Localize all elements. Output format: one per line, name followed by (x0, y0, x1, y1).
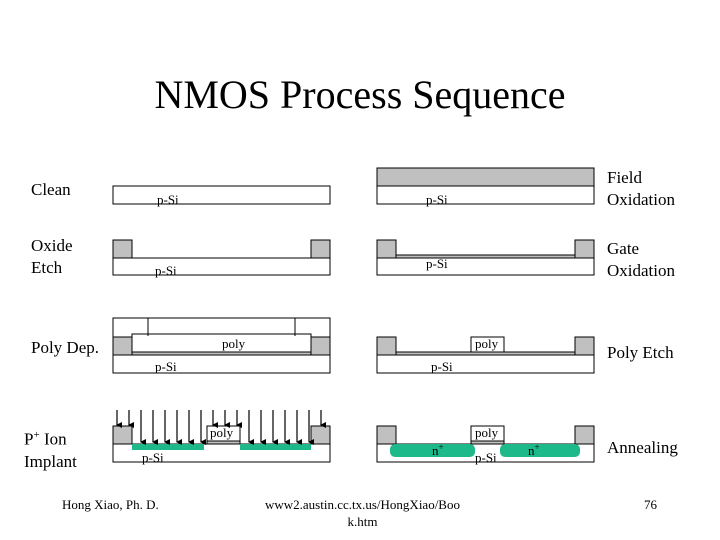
field-oxide-layer (376, 167, 595, 187)
field-oxide-left-etch (376, 336, 397, 356)
n-plus-region-right (500, 444, 580, 457)
gate-oxide-poly-dep (131, 351, 312, 356)
n-plus-label-left: n+ (432, 442, 444, 458)
psi-label-gate-ox: p-Si (426, 256, 448, 271)
step-label-gate-oxidation: Gate Oxidation (607, 238, 675, 282)
step-label-oxide-etch-line2: Etch (31, 258, 63, 277)
n-plus-label-left-sup: + (439, 442, 444, 452)
poly-gate-implant (206, 425, 241, 442)
n-plus-region-left (390, 444, 475, 457)
diagram-poly-etch: poly p-Si (376, 336, 595, 374)
psi-label-field-ox: p-Si (426, 192, 448, 207)
field-oxide-left-anneal (376, 425, 397, 445)
ion-implant-sup: + (33, 429, 40, 441)
step-label-gate-oxidation-line2: Oxidation (607, 261, 675, 280)
step-label-poly-dep: Poly Dep. (31, 338, 99, 357)
diagram-annealing: poly n+ n+ p-Si (376, 425, 595, 465)
field-oxide-right-poly (310, 336, 331, 356)
field-oxide-right-anneal (574, 425, 595, 445)
footer-url: www2.austin.cc.tx.us/HongXiao/Boo k.htm (250, 496, 475, 530)
poly-label-anneal: poly (475, 425, 499, 440)
implant-region-right (240, 444, 311, 450)
field-oxide-left-poly (112, 336, 133, 356)
diagram-field-oxidation: p-Si (376, 167, 595, 207)
field-oxide-right-etch (574, 336, 595, 356)
diagram-clean: p-Si (112, 185, 331, 207)
step-label-oxide-etch: Oxide Etch (31, 235, 73, 279)
substrate-clean (112, 185, 331, 205)
psi-label-poly-dep: p-Si (155, 359, 177, 374)
field-oxide-left-implant (112, 425, 133, 445)
step-label-ion-implant-line2: Implant (24, 451, 77, 471)
gate-oxide-thin (395, 254, 576, 259)
step-label-field-oxidation-line1: Field (607, 168, 642, 187)
ion-arrows (116, 410, 326, 445)
field-oxide-right (310, 239, 331, 259)
poly-label-etch: poly (475, 336, 499, 351)
psi-label-clean: p-Si (157, 192, 179, 207)
psi-label-oxide-etch: p-Si (155, 263, 177, 278)
field-oxide-right-gate (574, 239, 595, 259)
step-label-oxide-etch-line1: Oxide (31, 236, 73, 255)
n-plus-label-right: n+ (528, 442, 540, 458)
footer-page-number: 76 (644, 497, 657, 512)
psi-label-poly-etch: p-Si (431, 359, 453, 374)
substrate-field-ox (376, 185, 595, 205)
diagram-oxide-etch: p-Si (112, 239, 331, 278)
substrate-poly-etch (376, 354, 595, 374)
footer-author: Hong Xiao, Ph. D. (62, 497, 159, 512)
psi-label-anneal: p-Si (475, 450, 497, 465)
substrate-gate-ox (376, 257, 595, 276)
diagram-gate-oxidation: p-Si (376, 239, 595, 276)
step-label-field-oxidation-line2: Oxidation (607, 190, 675, 209)
slide-title: NMOS Process Sequence (154, 72, 566, 117)
poly-label-implant: poly (210, 425, 234, 440)
psi-label-implant: p-Si (142, 450, 164, 465)
poly-gate-anneal (470, 425, 505, 442)
substrate-poly-dep (112, 354, 331, 374)
diagram-ion-implant: poly p-Si (112, 410, 331, 465)
poly-label-dep: poly (222, 336, 246, 351)
footer-url-line1: www2.austin.cc.tx.us/HongXiao/Boo (265, 497, 460, 512)
footer-url-line2: k.htm (347, 514, 378, 529)
step-label-ion-implant: P+ Ion Implant (24, 424, 77, 473)
field-oxide-right-implant (310, 425, 331, 445)
n-plus-label-left-n: n (432, 443, 439, 458)
substrate-oxide-etch (112, 257, 331, 276)
step-label-ion-implant-line1: P+ Ion (24, 424, 77, 451)
step-label-poly-etch: Poly Etch (607, 343, 674, 362)
ion-implant-prefix: P (24, 429, 34, 449)
poly-inner-step (147, 318, 296, 336)
n-plus-label-right-sup: + (535, 442, 540, 452)
n-plus-label-right-n: n (528, 443, 535, 458)
implant-region-left (132, 444, 204, 450)
field-oxide-left-gate (376, 239, 397, 259)
step-label-gate-oxidation-line1: Gate (607, 239, 640, 258)
poly-gate-etched (470, 336, 505, 353)
step-label-annealing: Annealing (607, 438, 678, 457)
diagram-poly-dep: poly p-Si (112, 317, 331, 374)
field-oxide-left (112, 239, 133, 259)
step-label-clean: Clean (31, 180, 71, 199)
ion-implant-rest: Ion (39, 429, 67, 449)
step-label-field-oxidation: Field Oxidation (607, 167, 675, 211)
